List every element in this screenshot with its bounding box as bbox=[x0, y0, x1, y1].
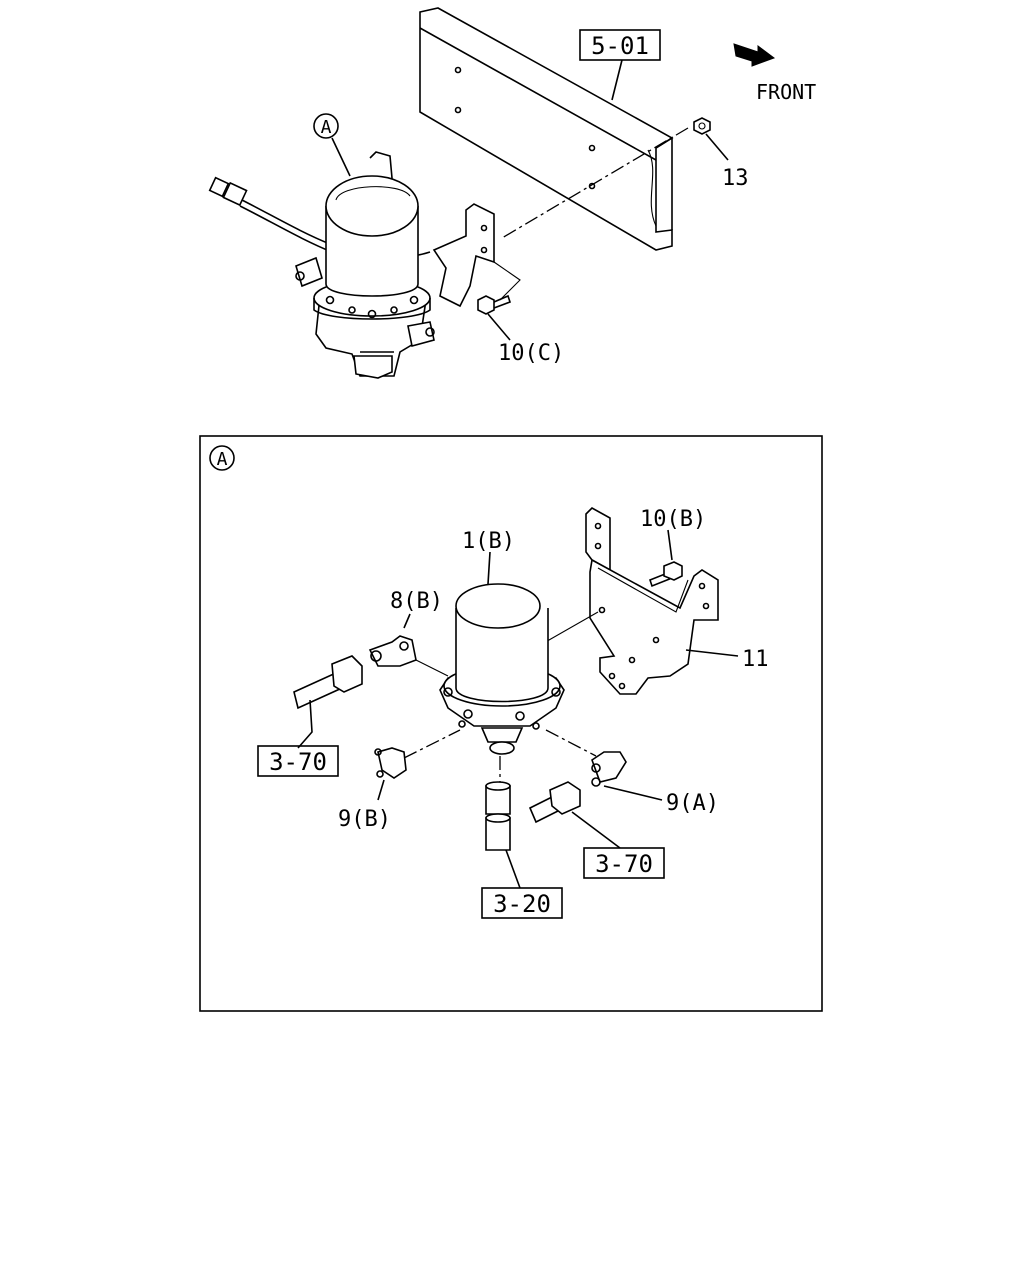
drain-hose: 3-20 bbox=[481, 756, 563, 919]
callout-8b: 8(B) bbox=[390, 589, 443, 614]
front-label: FRONT bbox=[756, 80, 816, 104]
callout-9a: 9(A) bbox=[666, 791, 719, 816]
bolt-10c: 10(C) bbox=[477, 294, 564, 366]
air-dryer-1b: 1(B) bbox=[439, 529, 565, 755]
connector-9b: 9(B) bbox=[338, 729, 461, 832]
callout-11: 11 bbox=[742, 647, 769, 672]
connector-9a: 9(A) bbox=[545, 729, 719, 816]
view-marker-top-label: A bbox=[321, 117, 332, 138]
left-pipe: 3-70 bbox=[257, 655, 363, 777]
detail-frame bbox=[199, 435, 823, 1012]
nut-13: 13 bbox=[693, 117, 749, 191]
view-marker-detail-label: A bbox=[217, 449, 228, 470]
air-dryer-assembly-top bbox=[295, 175, 435, 379]
callout-10c: 10(C) bbox=[498, 341, 564, 366]
detail-view-a: A 11 10(B) bbox=[199, 435, 823, 1012]
mounting-axis-line bbox=[501, 127, 689, 239]
front-arrow-icon bbox=[733, 43, 776, 67]
front-direction-indicator: FRONT bbox=[733, 43, 816, 104]
hose-ref-label: 3-20 bbox=[493, 890, 551, 918]
bracket-attach-line bbox=[541, 611, 599, 645]
right-pipe: 3-70 bbox=[528, 781, 665, 879]
top-mounting-bracket bbox=[369, 151, 521, 308]
top-assembly-view: 5-01 FRONT 13 10 bbox=[208, 7, 816, 379]
frame-ref-label: 5-01 bbox=[591, 32, 649, 60]
callout-10b: 10(B) bbox=[640, 507, 706, 532]
callout-1b: 1(B) bbox=[462, 529, 515, 554]
bolt-10b: 10(B) bbox=[640, 507, 706, 588]
callout-13: 13 bbox=[722, 166, 749, 191]
frame-ref-box: 5-01 bbox=[579, 29, 661, 101]
callout-9b: 9(B) bbox=[338, 807, 391, 832]
frame-rail bbox=[419, 7, 674, 251]
bracket-11: 11 bbox=[585, 507, 769, 695]
view-marker-detail: A bbox=[209, 445, 235, 471]
elbow-8b: 8(B) bbox=[368, 589, 449, 677]
left-pipe-ref-label: 3-70 bbox=[269, 748, 327, 776]
view-marker-top: A bbox=[313, 113, 351, 177]
right-pipe-ref-label: 3-70 bbox=[595, 850, 653, 878]
